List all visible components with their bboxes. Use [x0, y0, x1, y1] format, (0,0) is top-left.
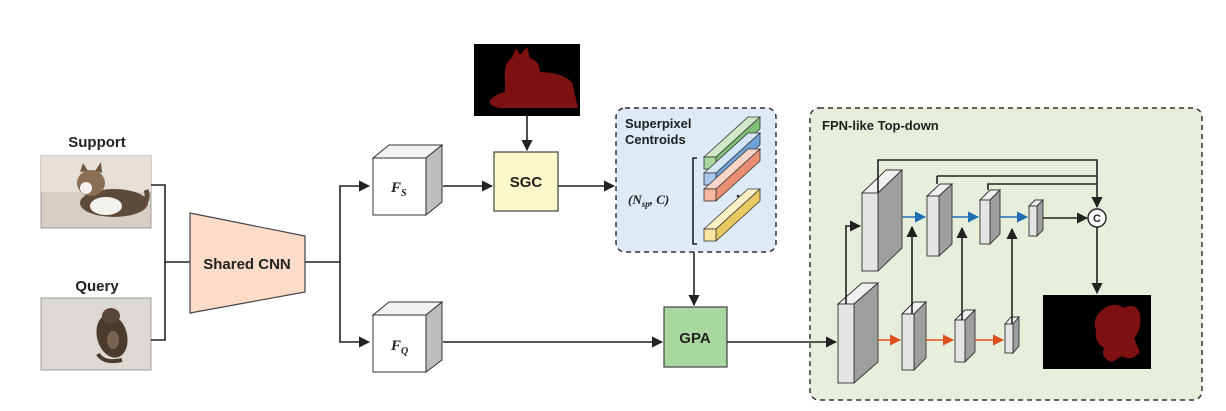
- output-mask-image: [1043, 295, 1151, 369]
- fpn-top-block-4: [1027, 198, 1045, 238]
- arrow-to-fs: [339, 180, 371, 262]
- feature-cube-fq: FQ: [371, 300, 444, 373]
- concat-label: C: [1093, 213, 1101, 225]
- fpn-bottom-block-3: [953, 308, 977, 364]
- support-mask-image: [474, 44, 580, 116]
- gpa-label: GPA: [679, 330, 711, 347]
- fpn-bottom-block-1: [836, 282, 880, 384]
- gpa-block: [663, 306, 728, 368]
- shared-cnn-label: Shared CNN: [203, 256, 291, 273]
- fq-label: FQ: [390, 338, 408, 357]
- fpn-top-block-3: [978, 188, 1002, 246]
- superpixel-title-line2: Centroids: [625, 132, 686, 147]
- support-label: Support: [68, 134, 126, 151]
- centroid-bracket: [692, 157, 697, 245]
- feature-cube-fs: FS: [371, 143, 444, 217]
- query-image: [40, 297, 152, 371]
- query-label: Query: [75, 278, 119, 295]
- sgc-label: SGC: [510, 174, 543, 191]
- skip-line-3: [987, 183, 1097, 190]
- support-image: [40, 155, 152, 229]
- lateral-connection-1: [845, 220, 862, 304]
- fpn-title: FPN-like Top-down: [822, 118, 939, 133]
- fs-label: FS: [390, 180, 407, 199]
- centroid-bar-yellow: [702, 188, 762, 242]
- arrow-to-fq: [339, 262, 371, 348]
- centroid-bar-salmon: [702, 148, 762, 202]
- fpn-top-block-1: [860, 168, 904, 273]
- shared-cnn-block: [189, 212, 306, 314]
- fpn-bottom-block-2: [900, 300, 928, 372]
- superpixel-title-line1: Superpixel: [625, 116, 691, 131]
- query-connector: [151, 262, 166, 341]
- fpn-top-block-2: [925, 182, 954, 258]
- support-connector: [151, 184, 190, 263]
- sgc-block: [493, 151, 559, 212]
- centroid-shape-label: (Nsp, C): [628, 192, 669, 209]
